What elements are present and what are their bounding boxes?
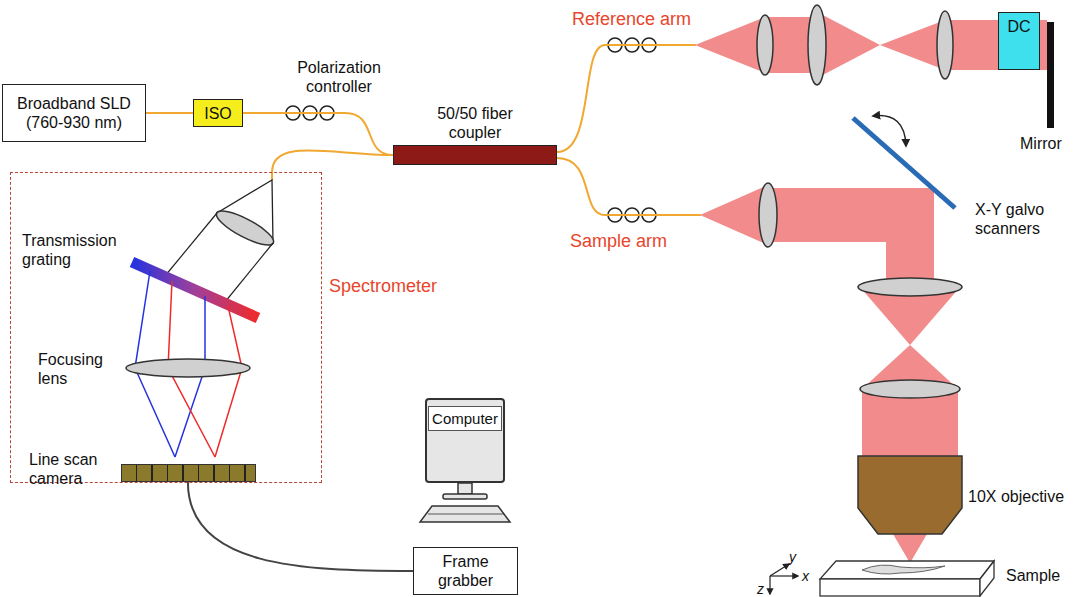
axis-label: y: [789, 548, 796, 567]
camera-cable: [188, 482, 413, 571]
connector-line: [243, 113, 393, 155]
scan-arrow: [873, 116, 906, 146]
lenses: [757, 5, 953, 85]
optical-fiber: [243, 113, 393, 155]
fiber-coupler: 50/50 fiber coupler: [393, 145, 557, 165]
line-scan-camera: Line scan camera: [29, 450, 256, 482]
part-label: Mirror: [1020, 134, 1062, 153]
connector-line: [146, 112, 193, 114]
fibers: [557, 45, 701, 215]
node-label: Frame grabber: [426, 552, 506, 590]
node-label: ISO: [204, 104, 232, 123]
computer-monitor: Computer: [425, 398, 505, 483]
optical-fiber: [146, 113, 193, 114]
part-label: X-Y galvo scanners: [975, 200, 1070, 238]
arm-label: Reference arm: [572, 10, 691, 29]
node-label: DC: [1007, 17, 1030, 36]
source-box: Broadband SLD (760-930 nm): [2, 84, 146, 142]
camera-sensor: [121, 464, 256, 482]
isolator-box: ISO: [193, 99, 243, 127]
spectrometer-optics: [126, 172, 277, 457]
node-label: Spectrometer: [329, 277, 437, 296]
spectrometer-region: SpectrometerLine scan camera: [10, 172, 322, 483]
sample-dish: [820, 561, 994, 596]
arm-label: Sample arm: [570, 232, 667, 251]
sample-lenses: [759, 183, 962, 398]
axis-label: z: [757, 580, 764, 597]
connector-line: [188, 482, 413, 571]
part-label: Transmission grating: [22, 231, 130, 269]
frame-grabber-box: Frame grabber: [413, 547, 518, 595]
reference-beam: [695, 12, 1047, 78]
computer-stand: [420, 483, 510, 522]
axes: [770, 564, 798, 594]
node-label: Computer: [428, 406, 502, 431]
mirror: [1047, 22, 1054, 128]
part-label: 10X objective: [968, 487, 1064, 506]
part-label: Polarization controller: [283, 58, 395, 96]
node-label: 50/50 fiber coupler: [410, 104, 540, 142]
axis-label: x: [802, 567, 809, 586]
node-label: Broadband SLD (760-930 nm): [3, 94, 145, 132]
part-label: Sample: [1006, 566, 1060, 585]
optical-fiber: [272, 150, 393, 172]
dispersion-compensator: DC: [998, 12, 1040, 70]
part-label: Focusing lens: [38, 350, 122, 388]
objective: [858, 456, 962, 534]
node-label: Line scan camera: [29, 450, 111, 488]
connector-line: [272, 150, 393, 172]
